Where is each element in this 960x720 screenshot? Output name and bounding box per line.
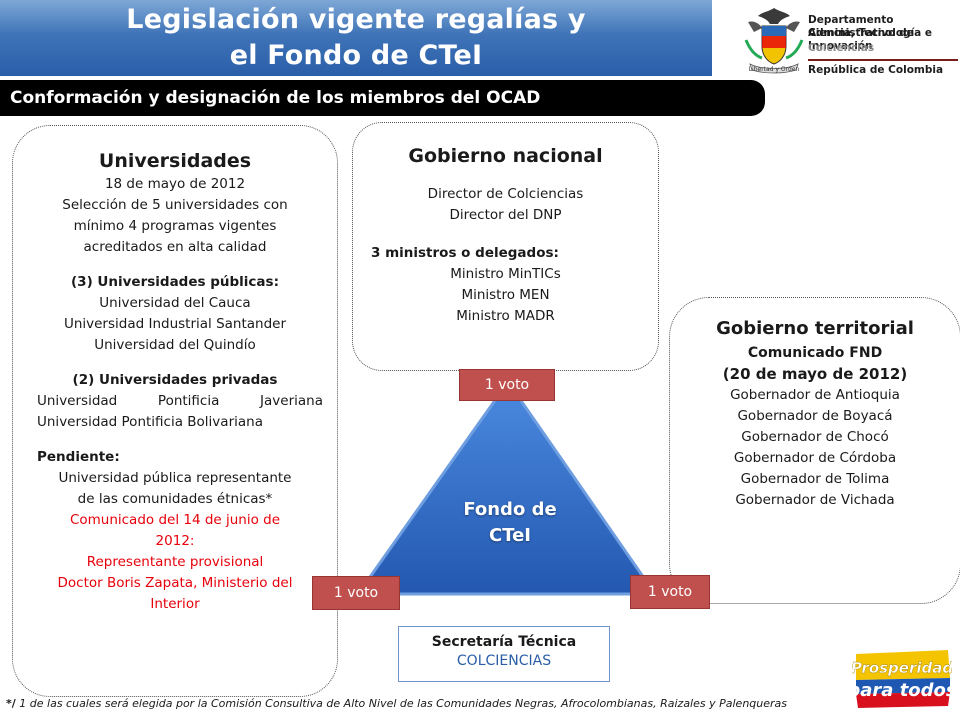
- ministro-item: Ministro MEN: [461, 287, 550, 303]
- secretaria-title: Secretaría Técnica: [431, 634, 577, 650]
- org-name-line2: Ciencia, Tecnología e Innovación: [808, 27, 933, 52]
- footnote: */ 1 de las cuales será elegida por la C…: [6, 697, 788, 710]
- publica-item: Universidad Industrial Santander: [63, 316, 287, 332]
- gobierno-nacional-title: Gobierno nacional: [408, 145, 603, 167]
- fondo-label: Fondo de CTeI: [463, 499, 557, 546]
- org-name-colciencias: Colciencias: [808, 42, 875, 54]
- prosperidad-logo: Prosperidad para todos: [852, 650, 952, 708]
- secretaria-tecnica-box: Secretaría Técnica COLCIENCIAS: [398, 626, 610, 682]
- publica-item: Universidad del Quindío: [94, 337, 256, 353]
- ministro-item: Ministro MADR: [456, 308, 555, 324]
- publica-item: Universidad del Cauca: [99, 295, 251, 311]
- subheader-title: Conformación y designación de los miembr…: [10, 88, 541, 108]
- representante-line: Doctor Boris Zapata, Ministerio del: [57, 575, 293, 591]
- vote-badge-right: 1 voto: [630, 575, 710, 609]
- universidades-date: 18 de mayo de 2012: [104, 176, 246, 192]
- publicas-heading: (3) Universidades públicas:: [71, 274, 279, 290]
- director-item: Director del DNP: [449, 207, 562, 223]
- gobernador-item: Gobernador de Boyacá: [737, 408, 893, 424]
- gobierno-territorial-panel: Gobierno territorial Comunicado FND (20 …: [669, 297, 960, 604]
- comunicado-line: Comunicado del 14 de junio de: [69, 512, 281, 528]
- para-todos-text: para todos: [852, 680, 952, 701]
- gobierno-territorial-title: Gobierno territorial: [716, 318, 914, 339]
- secretaria-org: COLCIENCIAS: [456, 653, 552, 669]
- privada-item: Universidad Pontificia Javeriana: [37, 393, 323, 409]
- pendiente-line: de las comunidades étnicas*: [77, 491, 273, 507]
- prosperidad-text: Prosperidad: [852, 659, 952, 677]
- universidades-desc-2: mínimo 4 programas vigentes: [73, 218, 277, 234]
- director-item: Director de Colciencias: [427, 186, 584, 202]
- header-banner: [0, 0, 712, 76]
- vote-badge-left: 1 voto: [312, 576, 400, 610]
- privada-item: Universidad Pontificia Bolivariana: [37, 414, 263, 430]
- page-title: Legislación vigente regalías y el Fondo …: [126, 4, 586, 71]
- universidades-desc-1: Selección de 5 universidades con: [62, 197, 288, 213]
- pendiente-line: Universidad pública representante: [58, 470, 292, 486]
- universidades-title: Universidades: [98, 150, 252, 172]
- subheader-bar: [0, 80, 765, 116]
- gobernador-item: Gobernador de Córdoba: [733, 450, 897, 466]
- triangle-shape: [355, 379, 658, 596]
- fnd-date: (20 de mayo de 2012): [722, 365, 908, 383]
- privadas-heading: (2) Universidades privadas: [72, 372, 278, 388]
- representante-line: Interior: [150, 596, 200, 612]
- crest-motto: Libertad y Orden: [749, 66, 800, 73]
- universidades-desc-3: acreditados en alta calidad: [83, 239, 267, 255]
- coat-of-arms-icon: Libertad y Orden: [744, 8, 804, 74]
- gobernador-item: Gobernador de Vichada: [735, 492, 895, 508]
- gobernador-item: Gobernador de Tolima: [740, 471, 890, 487]
- comunicado-line: 2012:: [155, 533, 195, 549]
- ministros-heading: 3 ministros o delegados:: [371, 245, 559, 261]
- vote-badge-top: 1 voto: [459, 369, 555, 401]
- comunicado-fnd: Comunicado FND: [747, 345, 883, 361]
- gobernador-item: Gobernador de Chocó: [741, 429, 889, 445]
- ministro-item: Ministro MinTICs: [450, 266, 561, 282]
- pendiente-heading: Pendiente:: [37, 449, 120, 465]
- universidades-panel: Universidades 18 de mayo de 2012 Selecci…: [12, 125, 338, 697]
- gobernador-item: Gobernador de Antioquia: [730, 387, 900, 403]
- gobierno-nacional-panel: Gobierno nacional Director de Colciencia…: [352, 122, 659, 371]
- logo-divider: [808, 59, 958, 61]
- org-name-line1: Departamento Administrativo de: [808, 14, 914, 39]
- org-country: República de Colombia: [808, 64, 944, 76]
- representante-line: Representante provisional: [86, 554, 264, 570]
